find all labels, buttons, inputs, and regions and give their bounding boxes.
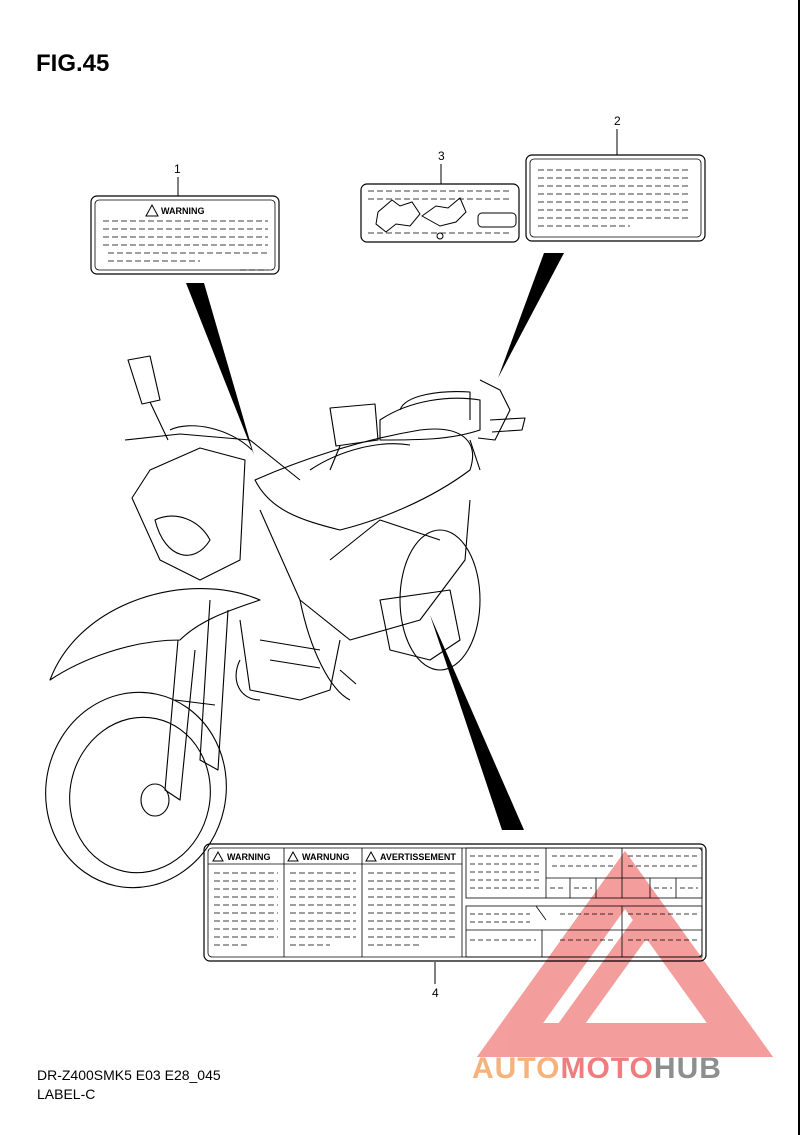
watermark-part-2: MOTO	[560, 1052, 654, 1085]
pointer-label-1	[186, 283, 254, 455]
watermark-part-1: AUTO	[472, 1052, 561, 1085]
label-2	[525, 154, 706, 242]
watermark-logo-icon	[476, 850, 774, 1057]
label-1-heading: WARNING	[161, 206, 205, 216]
section-subtitle: LABEL-C	[37, 1086, 96, 1102]
warning-triangle-icon	[365, 850, 377, 862]
watermark-part-3: HUB	[653, 1052, 722, 1085]
callout-4: 4	[432, 962, 439, 1000]
callout-number-2: 2	[614, 114, 621, 128]
model-code: DR-Z400SMK5 E03 E28_045	[37, 1067, 221, 1083]
figure-title: FIG.45	[36, 50, 110, 77]
engine-illustration-icon	[375, 197, 517, 240]
callout-2: 2	[614, 114, 621, 155]
label-4-heading-de: WARNUNG	[302, 852, 350, 862]
callout-number-1: 1	[174, 162, 181, 176]
watermark-brand: AUTOMOTOHUB	[472, 1052, 722, 1086]
label-4-heading-fr: AVERTISSEMENT	[380, 852, 456, 862]
motorcycle-illustration	[45, 355, 526, 889]
frame-border	[798, 0, 800, 1135]
warning-triangle-icon	[212, 850, 224, 862]
label-1-warning: WARNING	[90, 195, 280, 275]
pointer-wedges	[186, 253, 564, 830]
pointer-label-2	[498, 253, 564, 378]
label-4-heading-en: WARNING	[227, 852, 271, 862]
label-4: WARNING WARNUNG AVERTISSEMENT	[203, 843, 707, 962]
pointer-label-4	[430, 615, 524, 830]
label-3	[360, 183, 520, 243]
warning-triangle-icon	[287, 850, 299, 862]
callout-1: 1	[174, 162, 181, 196]
callout-number-3: 3	[438, 149, 445, 163]
warning-triangle-icon	[145, 203, 159, 217]
callout-3: 3	[438, 149, 445, 184]
callout-number-4: 4	[432, 986, 439, 1000]
